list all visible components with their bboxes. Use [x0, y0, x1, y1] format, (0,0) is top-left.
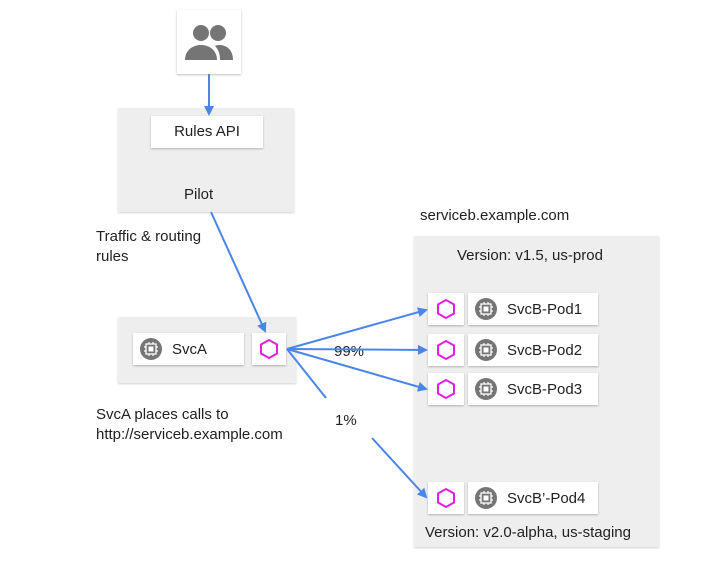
- pod2-proxy: [428, 334, 464, 366]
- svca-note-line1: SvcA places calls to: [96, 406, 229, 423]
- envoy-hexagon-icon: [437, 298, 455, 320]
- pod3-label: SvcB-Pod3: [507, 380, 583, 398]
- pilot-label: Pilot: [184, 186, 214, 203]
- pod4-label: SvcB’-Pod4: [507, 489, 586, 507]
- envoy-hexagon-icon: [437, 487, 455, 509]
- staging-version-label: Version: v2.0-alpha, us-staging: [425, 524, 631, 541]
- users-icon: [185, 25, 233, 60]
- pod1-chip: SvcB-Pod1: [468, 293, 598, 325]
- rules-api-box: Rules API: [151, 116, 263, 148]
- cpu-chip-icon: [475, 487, 497, 509]
- split-canary-label: 1%: [335, 412, 357, 429]
- traffic-rules-label-line2: rules: [96, 248, 129, 265]
- arrow-to-pod3: [286, 348, 428, 392]
- svca-proxy: [252, 333, 286, 365]
- pod3-proxy: [428, 373, 464, 405]
- pod4-chip: SvcB’-Pod4: [468, 482, 598, 514]
- pod1-label: SvcB-Pod1: [507, 300, 583, 318]
- arrow-pilot-to-proxy: [210, 211, 267, 333]
- pod3-chip: SvcB-Pod3: [468, 373, 598, 405]
- envoy-hexagon-icon: [437, 378, 455, 400]
- service-name-label: serviceb.example.com: [420, 207, 570, 224]
- cpu-chip-icon: [475, 339, 497, 361]
- arrow-to-pod2: [286, 344, 428, 355]
- pod2-chip: SvcB-Pod2: [468, 334, 598, 366]
- envoy-hexagon-icon: [437, 339, 455, 361]
- arrow-to-pod4-a: [286, 348, 327, 399]
- pod4-proxy: [428, 482, 464, 514]
- pod2-label: SvcB-Pod2: [507, 341, 583, 359]
- cpu-chip-icon: [475, 378, 497, 400]
- svca-note-line2: http://serviceb.example.com: [96, 426, 283, 443]
- prod-version-label: Version: v1.5, us-prod: [457, 247, 603, 264]
- traffic-rules-label-line1: Traffic & routing: [96, 228, 202, 245]
- cpu-chip-icon: [475, 298, 497, 320]
- svca-chip: SvcA: [133, 333, 244, 365]
- arrow-to-pod4-b: [371, 437, 428, 499]
- split-main-label: 99%: [334, 343, 365, 360]
- users-box: [177, 10, 241, 74]
- arrow-to-pod1: [286, 307, 428, 350]
- pod1-proxy: [428, 293, 464, 325]
- cpu-chip-icon: [140, 338, 162, 360]
- envoy-hexagon-icon: [260, 338, 278, 360]
- svca-label: SvcA: [172, 340, 208, 358]
